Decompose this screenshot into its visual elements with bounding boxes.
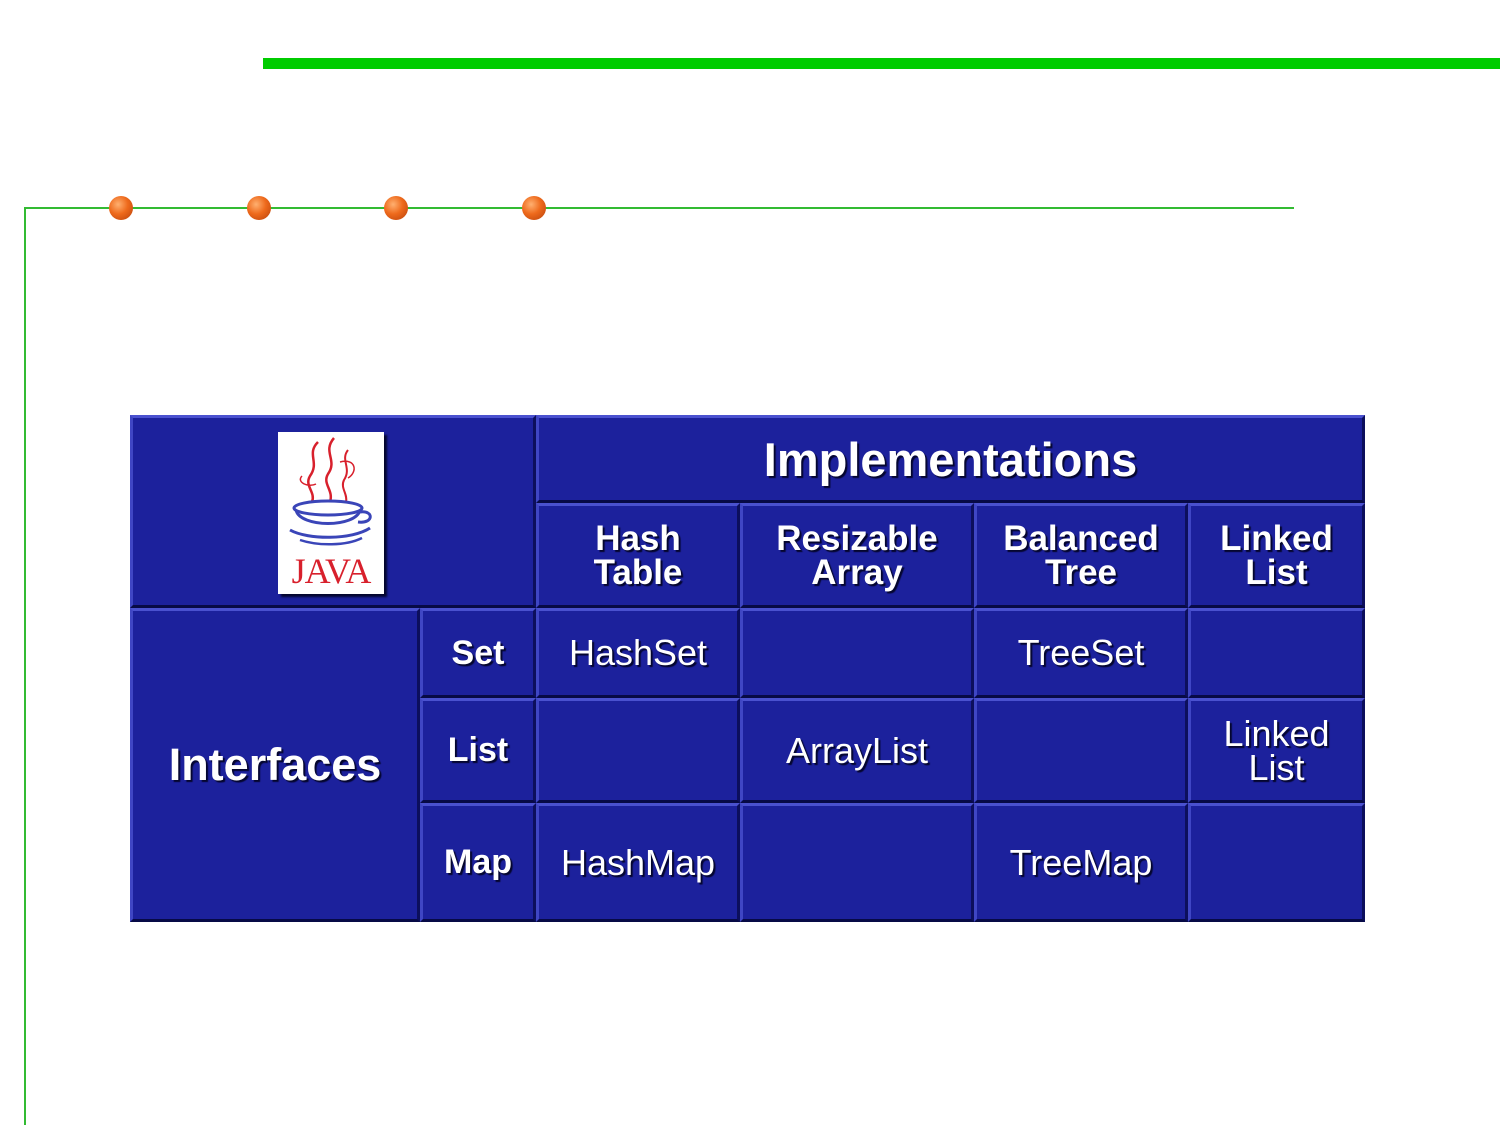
row-label-map: Map [420,803,536,922]
column-header-hash-table: Hash Table [536,503,740,608]
cell-linkedlist: Linked List [1188,698,1365,803]
bullet-dot-4 [522,196,546,220]
java-logo-text: JAVA [291,551,372,591]
bullet-dot-1 [109,196,133,220]
cell-treemap: TreeMap [974,803,1188,922]
column-header-resizable-array: Resizable Array [740,503,974,608]
cell-set-array-empty [740,608,974,698]
cell-line: List [1248,746,1305,788]
column-header-line: Array [811,552,903,592]
frame-vertical-line [24,207,26,1125]
cell-hashset: HashSet [536,608,740,698]
collections-table: JAVA Implementations Hash Table Resizabl… [130,415,1365,922]
cell-map-array-empty [740,803,974,922]
cell-map-linked-empty [1188,803,1365,922]
column-header-line: List [1245,552,1308,592]
cell-hashmap: HashMap [536,803,740,922]
java-cup-icon [289,437,372,546]
cell-line: Linked [1223,712,1330,754]
column-header-line: Hash [595,518,681,558]
green-top-bar [263,58,1500,69]
java-logo: JAVA [278,432,384,594]
cell-treeset: TreeSet [974,608,1188,698]
column-header-line: Balanced [1003,518,1159,558]
row-label-set: Set [420,608,536,698]
implementations-header: Implementations [536,415,1365,503]
cell-set-linked-empty [1188,608,1365,698]
interfaces-header: Interfaces [130,608,420,922]
column-header-linked-list: Linked List [1188,503,1365,608]
frame-horizontal-line [24,207,1294,209]
column-header-line: Resizable [776,518,938,558]
cell-arraylist: ArrayList [740,698,974,803]
bullet-dot-2 [247,196,271,220]
column-header-line: Tree [1045,552,1117,592]
cell-list-tree-empty [974,698,1188,803]
logo-cell: JAVA [130,415,536,608]
bullet-dot-3 [384,196,408,220]
column-header-line: Linked [1220,518,1333,558]
row-label-list: List [420,698,536,803]
cell-list-hash-empty [536,698,740,803]
column-header-balanced-tree: Balanced Tree [974,503,1188,608]
column-header-line: Table [593,552,683,592]
